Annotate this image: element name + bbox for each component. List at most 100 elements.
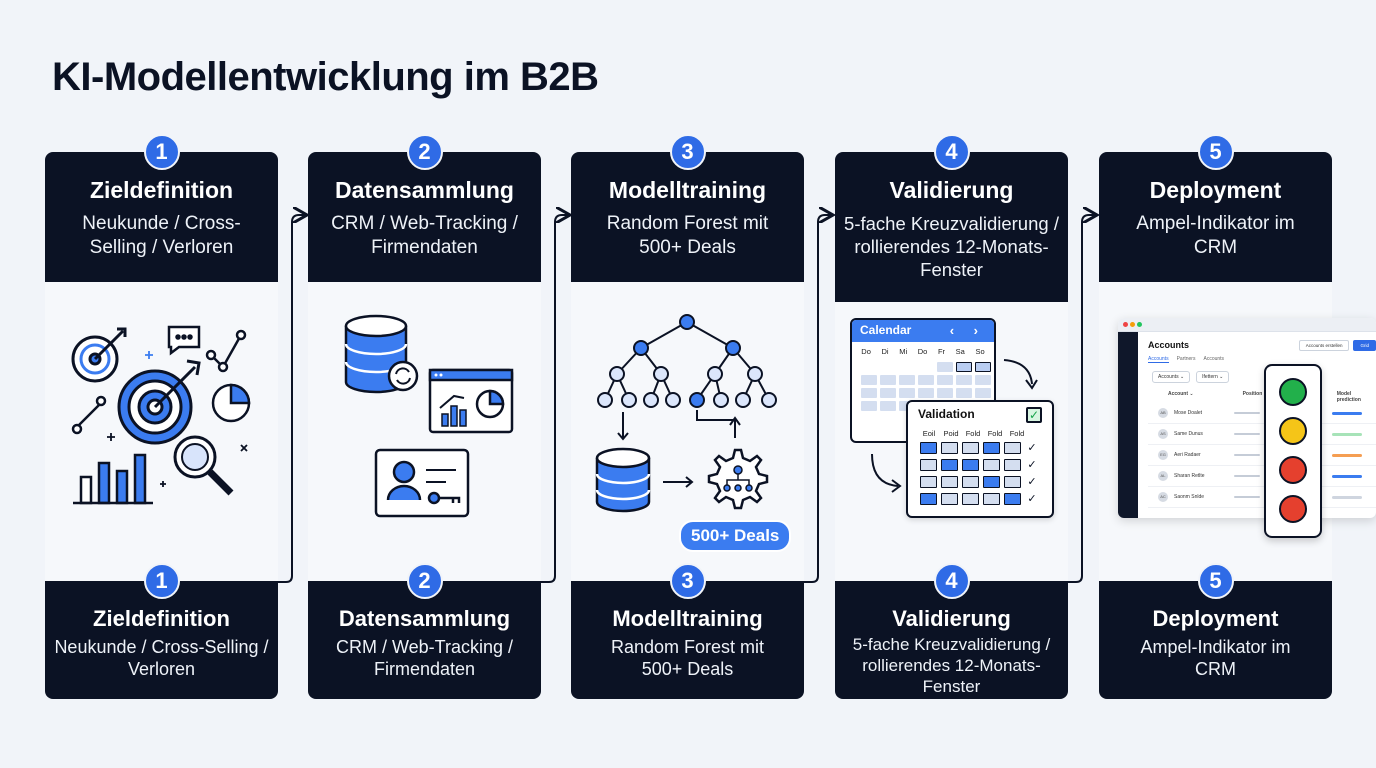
account-name: Same Dunus	[1174, 431, 1203, 437]
step-title-bottom: Datensammlung	[338, 606, 511, 631]
table-row[interactable]: AL Sharan Retlte	[1148, 466, 1376, 487]
step-number-badge: 5	[1197, 134, 1234, 170]
avatar: EG	[1158, 450, 1168, 460]
tab-accounts[interactable]: Accounts	[1148, 356, 1169, 363]
step-description: CRM / Web-Tracking / Firmendaten	[331, 213, 518, 258]
table-row[interactable]: AS Same Dunus	[1148, 424, 1376, 445]
prediction-bar	[1332, 411, 1362, 415]
avatar: AC	[1158, 492, 1168, 502]
step-number-badge-bottom: 4	[933, 563, 970, 599]
flow-arrows	[617, 410, 741, 488]
prediction-bar	[1332, 474, 1362, 478]
calendar-weekdays: Do Di Mi Do Fr Sa So	[852, 347, 994, 356]
step-number-badge: 4	[933, 134, 970, 170]
filter-other[interactable]: Ifettern ⌄	[1196, 371, 1230, 383]
traffic-light-green	[1279, 378, 1307, 406]
weekday: So	[975, 347, 985, 356]
fold-label: Eoil	[922, 429, 936, 438]
traffic-light-indicator	[1264, 364, 1322, 538]
step-number-badge-bottom: 1	[143, 563, 180, 599]
crm-sidebar	[1118, 332, 1138, 518]
check-icon: ✓	[1027, 476, 1037, 488]
step-header: Modelltraining Random Forest mit 500+ De…	[571, 152, 804, 282]
step-title-bottom: Zieldefinition	[93, 606, 230, 631]
step-number-badge-bottom: 3	[669, 563, 706, 599]
step-card-zieldefinition: 1 Zieldefinition Neukunde / Cross-Sellin…	[45, 134, 278, 699]
filter-accounts[interactable]: Accounts ⌄	[1152, 371, 1191, 383]
account-name: Aeri Radaer	[1174, 452, 1201, 458]
connector-1-2	[277, 215, 305, 583]
tree-nodes	[597, 314, 777, 408]
col-account: Account ⌄	[1168, 391, 1194, 397]
account-name: Mose Doalet	[1174, 410, 1203, 416]
calendar-title: Calendar	[860, 323, 912, 337]
crm-tabs: Accounts Partners Accounts	[1148, 356, 1376, 363]
tab-partners[interactable]: Partners	[1176, 356, 1196, 362]
calendar-nav-arrows: ‹ ›	[949, 323, 986, 338]
step-description-bottom: Neukunde / Cross-Selling / Verloren	[54, 637, 269, 679]
table-row[interactable]: AB Mose Doalet	[1148, 403, 1376, 424]
position-placeholder	[1234, 496, 1260, 498]
random-forest-illustration	[595, 314, 777, 513]
weekday: Mi	[899, 347, 908, 356]
position-placeholder	[1234, 412, 1260, 414]
grid-button[interactable]: Grid	[1353, 340, 1376, 351]
step-description: Ampel-Indikator im CRM	[1136, 213, 1295, 258]
tab-accounts-2[interactable]: Accounts	[1203, 356, 1225, 362]
crm-filters: Accounts ⌄ Ifettern ⌄	[1152, 371, 1376, 383]
account-name: Sharan Retlte	[1174, 473, 1205, 479]
step-card-deployment: 5 Deployment Ampel-Indikator im CRM 5 De…	[1099, 134, 1332, 699]
step-footer: Datensammlung CRM / Web-Tracking / Firme…	[308, 581, 541, 699]
check-icon: ✓	[1027, 459, 1037, 471]
step-description-bottom: 5-fache Kreuzvalidierung / rollierendes …	[852, 635, 1051, 696]
step-footer: Deployment Ampel-Indikator im CRM	[1099, 581, 1332, 699]
step-footer: Modelltraining Random Forest mit 500+ De…	[571, 581, 804, 699]
traffic-light-yellow	[1279, 417, 1307, 445]
step-header: Datensammlung CRM / Web-Tracking / Firme…	[308, 152, 541, 282]
col-prediction: Model prediction	[1336, 391, 1361, 403]
step-number-badge-bottom: 5	[1197, 563, 1234, 599]
avatar: AL	[1158, 471, 1168, 481]
step-card-datensammlung: 2 Datensammlung CRM / Web-Tracking / Fir…	[308, 134, 541, 699]
step-description-bottom: Random Forest mit 500+ Deals	[610, 637, 765, 679]
calendar-header: Calendar ‹ ›	[852, 320, 994, 342]
step-header: Deployment Ampel-Indikator im CRM	[1099, 152, 1332, 282]
position-placeholder	[1234, 475, 1260, 477]
step-number-badge: 3	[669, 134, 706, 170]
prediction-bar	[1332, 453, 1362, 457]
step-header: Zieldefinition Neukunde / Cross-Selling …	[45, 152, 278, 282]
table-row[interactable]: EG Aeri Radaer	[1148, 445, 1376, 466]
avatar: AS	[1158, 429, 1168, 439]
step-footer: Zieldefinition Neukunde / Cross-Selling …	[45, 581, 278, 699]
check-icon: ✓	[1027, 442, 1037, 454]
table-row[interactable]: AC Saonm Snlde	[1148, 487, 1376, 508]
fold-grid: ✓ ✓ ✓ ✓	[920, 442, 1052, 505]
crm-main: Accounts Accounts erstellen Grid Account…	[1142, 334, 1376, 518]
weekday: Fr	[937, 347, 946, 356]
fold-label: Fold	[987, 429, 1003, 438]
web-analytics-icon	[428, 368, 514, 434]
sparkle-icons	[107, 351, 248, 487]
avatar: AB	[1158, 408, 1168, 418]
connector-2-3	[540, 215, 568, 583]
large-target-icon	[117, 359, 201, 445]
step-description: Neukunde / Cross-Selling / Verloren	[82, 213, 241, 258]
crm-actions: Accounts erstellen Grid	[1298, 340, 1376, 351]
validation-title: Validation	[918, 407, 975, 421]
step-title: Datensammlung	[335, 177, 514, 203]
page-title: KI-Modellentwicklung im B2B	[52, 55, 599, 99]
step-title-bottom: Validierung	[892, 606, 1011, 631]
account-name: Saonm Snlde	[1174, 494, 1205, 500]
step-number-badge: 2	[406, 134, 443, 170]
position-placeholder	[1234, 433, 1260, 435]
target-analytics-illustration	[71, 325, 251, 505]
line-chart-icon	[205, 329, 247, 373]
fold-label: Poid	[943, 429, 959, 438]
step-title: Modelltraining	[608, 177, 767, 203]
step-title-bottom: Modelltraining	[612, 606, 763, 631]
window-titlebar	[1118, 318, 1376, 332]
crm-heading: Accounts	[1148, 340, 1190, 350]
fold-label: Fold	[1009, 429, 1025, 438]
step-card-modelltraining: 3 Modelltraining Random Forest mit 500+ …	[571, 134, 804, 699]
create-account-button[interactable]: Accounts erstellen	[1298, 340, 1350, 351]
